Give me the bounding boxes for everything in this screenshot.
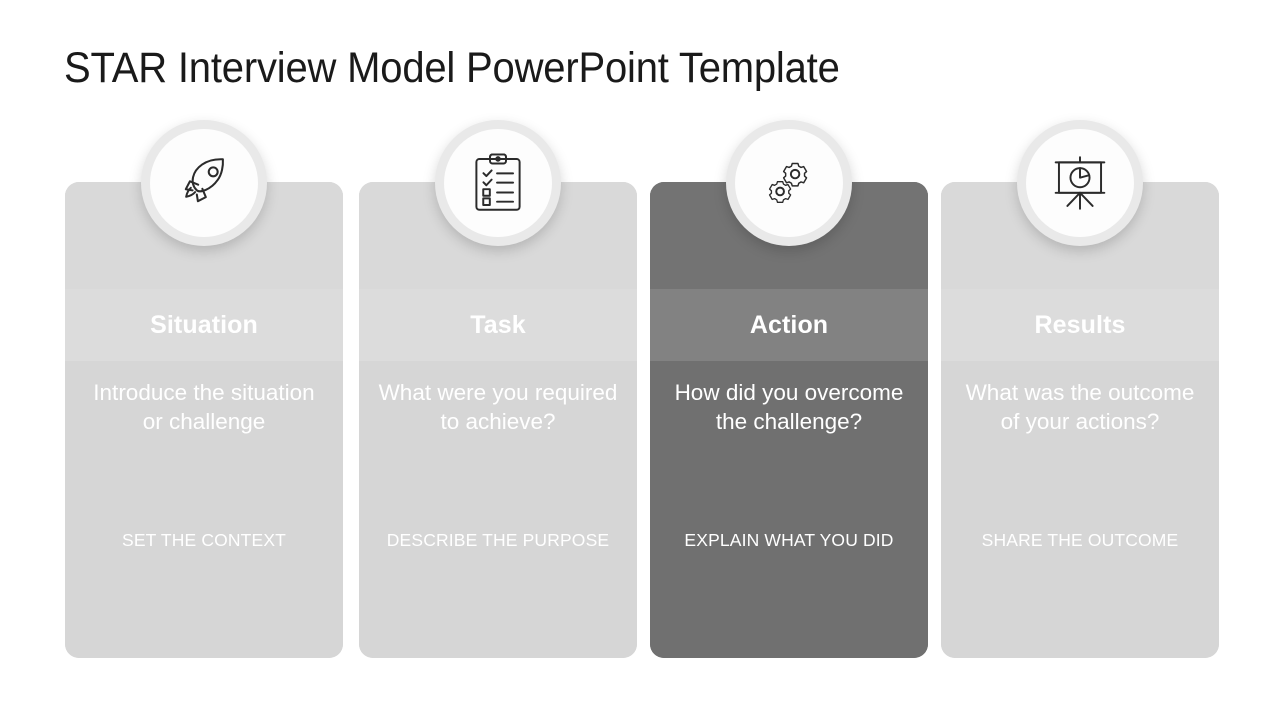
icon-badge-inner-task xyxy=(444,129,552,237)
card-question-situation: Introduce the situation or challenge xyxy=(93,380,315,434)
card-question-results: What was the outcome of your actions? xyxy=(965,380,1195,434)
card-body-situation: Introduce the situation or challenge SET… xyxy=(65,361,343,658)
card-title-band-task: Task xyxy=(359,289,637,361)
card-question-action: How did you overcome the challenge? xyxy=(674,380,904,434)
card-title-action: Action xyxy=(749,311,829,339)
card-title-task: Task xyxy=(470,311,526,339)
card-body-action: How did you overcome the challenge? EXPL… xyxy=(650,361,928,658)
card-caption-situation: SET THE CONTEXT xyxy=(122,530,286,550)
card-caption-task: DESCRIBE THE PURPOSE xyxy=(386,530,610,550)
card-title-situation: Situation xyxy=(150,311,258,339)
rocket-icon xyxy=(173,152,235,214)
card-title-results: Results xyxy=(1034,311,1126,339)
card-surface-situation: Situation Introduce the situation or cha… xyxy=(65,182,343,658)
card-body-task: What were you required to achieve? DESCR… xyxy=(359,361,637,658)
gears-icon xyxy=(759,153,819,213)
card-title-band-action: Action xyxy=(650,289,928,361)
clipboard-checklist-icon xyxy=(470,152,526,214)
card-title-band-results: Results xyxy=(941,289,1219,361)
icon-badge-situation[interactable] xyxy=(141,120,267,246)
card-caption-action: EXPLAIN WHAT YOU DID xyxy=(684,530,894,550)
card-task[interactable]: Task What were you required to achieve? … xyxy=(359,120,637,658)
card-body-results: What was the outcome of your actions? SH… xyxy=(941,361,1219,658)
card-results[interactable]: Results What was the outcome of your act… xyxy=(941,120,1219,658)
card-surface-action: Action How did you overcome the challeng… xyxy=(650,182,928,658)
icon-badge-action[interactable] xyxy=(726,120,852,246)
icon-badge-inner-situation xyxy=(150,129,258,237)
presentation-pie-chart-icon xyxy=(1050,154,1110,212)
icon-badge-task[interactable] xyxy=(435,120,561,246)
page-title: STAR Interview Model PowerPoint Template xyxy=(64,44,840,92)
card-caption-results: SHARE THE OUTCOME xyxy=(981,530,1179,550)
icon-badge-inner-action xyxy=(735,129,843,237)
card-title-band-situation: Situation xyxy=(65,289,343,361)
card-question-task: What were you required to achieve? xyxy=(378,380,618,434)
card-surface-task: Task What were you required to achieve? … xyxy=(359,182,637,658)
card-action[interactable]: Action How did you overcome the challeng… xyxy=(650,120,928,658)
icon-badge-results[interactable] xyxy=(1017,120,1143,246)
card-situation[interactable]: Situation Introduce the situation or cha… xyxy=(65,120,343,658)
card-surface-results: Results What was the outcome of your act… xyxy=(941,182,1219,658)
icon-badge-inner-results xyxy=(1026,129,1134,237)
